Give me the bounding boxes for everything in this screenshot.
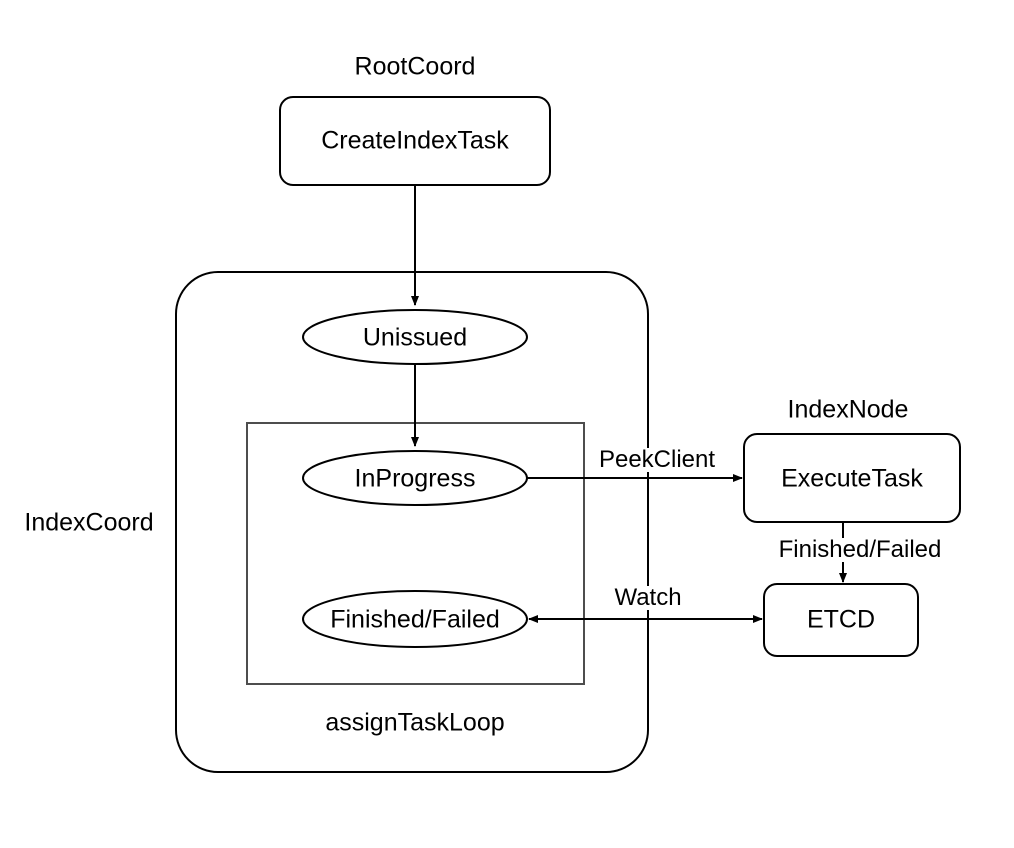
node-label-execute-task: ExecuteTask <box>781 464 923 493</box>
node-execute-task[interactable] <box>743 433 961 523</box>
edge-label-watch: Watch <box>612 584 684 611</box>
node-finished-failed[interactable] <box>302 590 528 648</box>
container-indexcoord <box>175 271 649 773</box>
container-label-assign-task-loop: assignTaskLoop <box>325 708 505 737</box>
node-label-inprogress: InProgress <box>354 464 476 493</box>
edge-label-finished-failed: Finished/Failed <box>776 536 944 563</box>
group-label-indexnode: IndexNode <box>787 395 909 424</box>
group-label-rootcoord: RootCoord <box>354 52 476 81</box>
node-label-unissued: Unissued <box>362 323 468 352</box>
container-label-indexcoord: IndexCoord <box>24 508 154 537</box>
edge-label-peekclient: PeekClient <box>596 446 718 473</box>
node-label-finished-failed: Finished/Failed <box>330 605 500 634</box>
node-label-etcd: ETCD <box>806 605 876 634</box>
node-label-create-index-task: CreateIndexTask <box>321 126 509 155</box>
node-etcd[interactable] <box>763 583 919 657</box>
